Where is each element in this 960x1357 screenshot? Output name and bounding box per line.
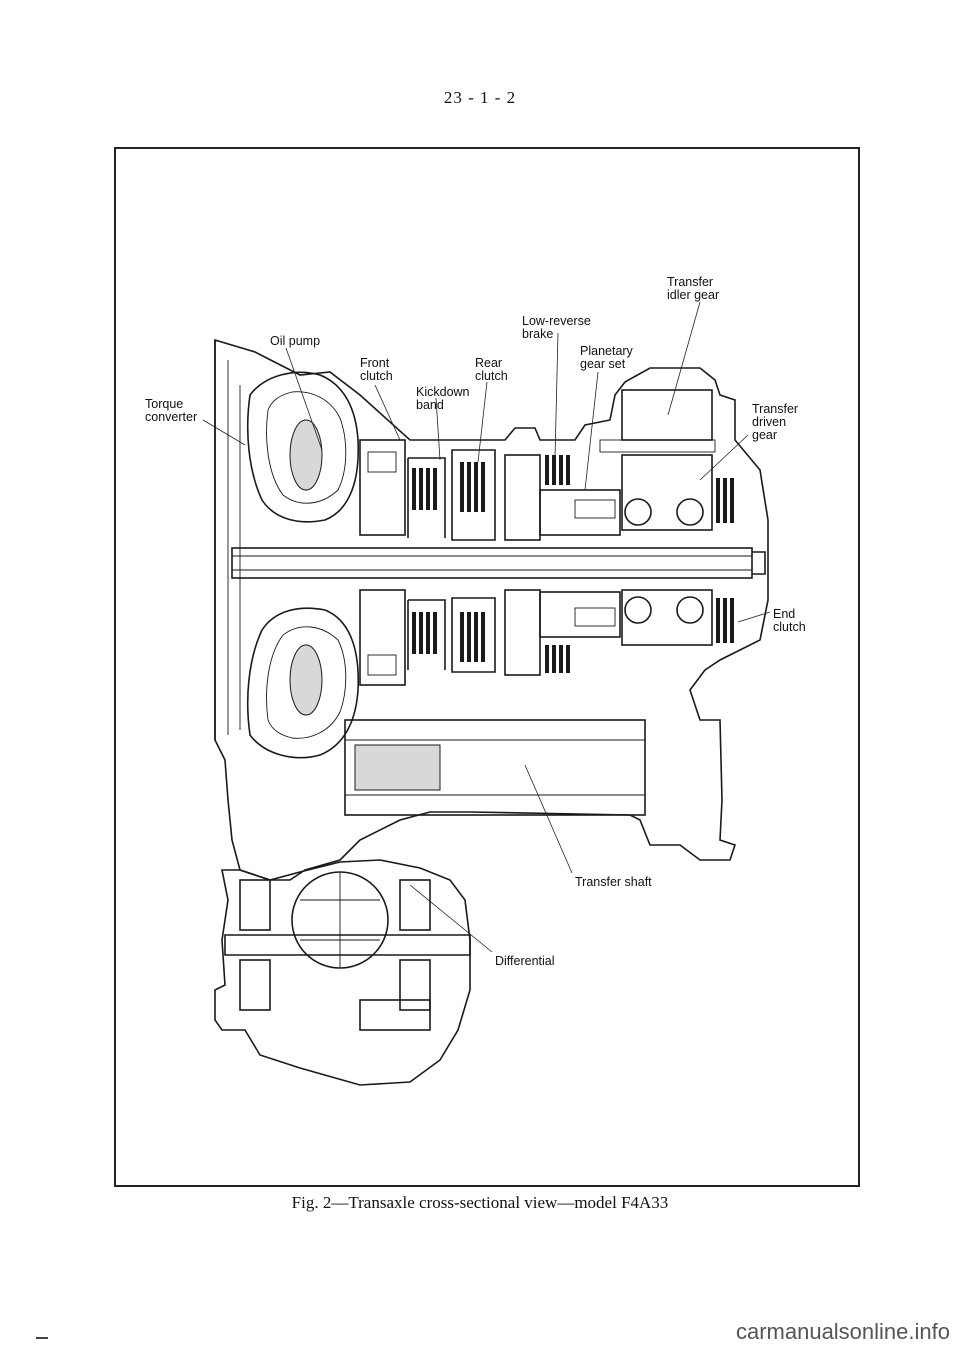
label-front-clutch: Front clutch xyxy=(360,356,393,383)
page-number: 23 - 1 - 2 xyxy=(443,88,517,107)
label-differential: Differential xyxy=(495,954,555,968)
label-oil-pump: Oil pump xyxy=(270,334,321,348)
label-low-reverse-brake: Low-reverse brake xyxy=(522,314,591,341)
label-transfer-driven-gear: Transfer driven gear xyxy=(752,402,799,442)
label-torque-converter: Torque converter xyxy=(145,397,198,424)
scan-mark xyxy=(36,1337,48,1339)
label-kickdown-band: Kickdown band xyxy=(416,385,470,412)
label-rear-clutch: Rear clutch xyxy=(475,356,508,383)
figure-caption: Fig. 2—Transaxle cross-sectional view—mo… xyxy=(291,1193,669,1212)
label-transfer-shaft: Transfer shaft xyxy=(575,875,652,889)
label-end-clutch: End clutch xyxy=(773,607,806,634)
label-transfer-idler-gear: Transfer idler gear xyxy=(667,275,720,302)
watermark: carmanualsonline.info xyxy=(735,1319,950,1344)
figure-frame xyxy=(114,147,860,1187)
label-planetary-gear-set: Planetary gear set xyxy=(580,344,633,371)
